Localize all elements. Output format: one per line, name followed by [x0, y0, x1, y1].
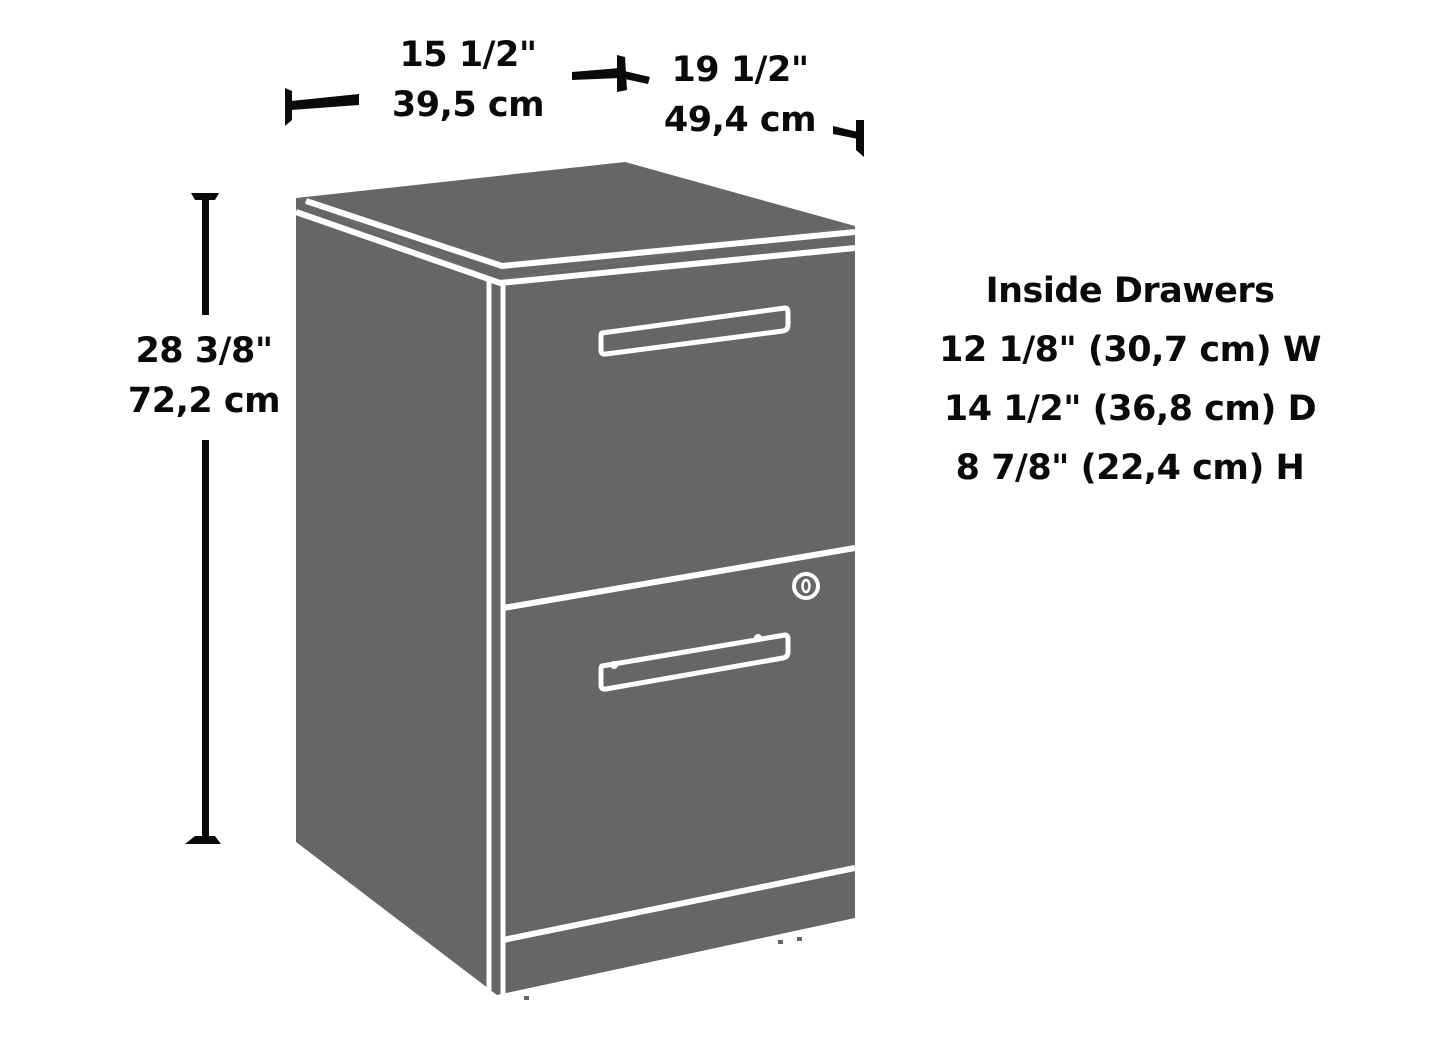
top-drawer-handle-icon: [598, 305, 791, 357]
inside-drawers-width: 12 1/8" (30,7 cm) W: [939, 330, 1321, 370]
width-dimension-line: [285, 88, 359, 126]
width-dimension-label: 15 1/2" 39,5 cm: [368, 30, 568, 130]
top-edge-line: [305, 198, 856, 270]
depth-dimension-line-right: [833, 120, 864, 157]
inside-drawers-specs: Inside Drawers 12 1/8" (30,7 cm) W 14 1/…: [910, 262, 1350, 498]
inside-drawers-title: Inside Drawers: [985, 271, 1275, 311]
cabinet-top-surface: [296, 162, 855, 280]
file-cabinet-illustration: [295, 162, 859, 1000]
height-imperial: 28 3/8": [135, 331, 273, 371]
height-metric: 72,2 cm: [127, 381, 281, 421]
lock-icon: [792, 572, 820, 600]
depth-dimension-line-left: [572, 55, 650, 92]
width-imperial: 15 1/2": [399, 35, 537, 75]
top-edge-line-lower: [295, 209, 856, 287]
height-dimension-label: 28 3/8" 72,2 cm: [104, 326, 304, 426]
inside-drawers-depth: 14 1/2" (36,8 cm) D: [943, 389, 1317, 429]
height-dimension-line: [185, 193, 221, 844]
depth-metric: 49,4 cm: [663, 100, 817, 140]
depth-dimension-label: 19 1/2" 49,4 cm: [640, 45, 840, 145]
width-metric: 39,5 cm: [391, 85, 545, 125]
depth-imperial: 19 1/2": [671, 50, 809, 90]
bottom-drawer-handle-icon: [598, 632, 791, 692]
inside-drawers-height: 8 7/8" (22,4 cm) H: [955, 448, 1305, 488]
base-divider-line: [502, 865, 856, 943]
cabinet-side-panel: [296, 198, 497, 995]
drawer-divider-line: [502, 545, 856, 611]
cabinet-front-panel: [497, 226, 855, 995]
caster-icons: [524, 937, 802, 1000]
